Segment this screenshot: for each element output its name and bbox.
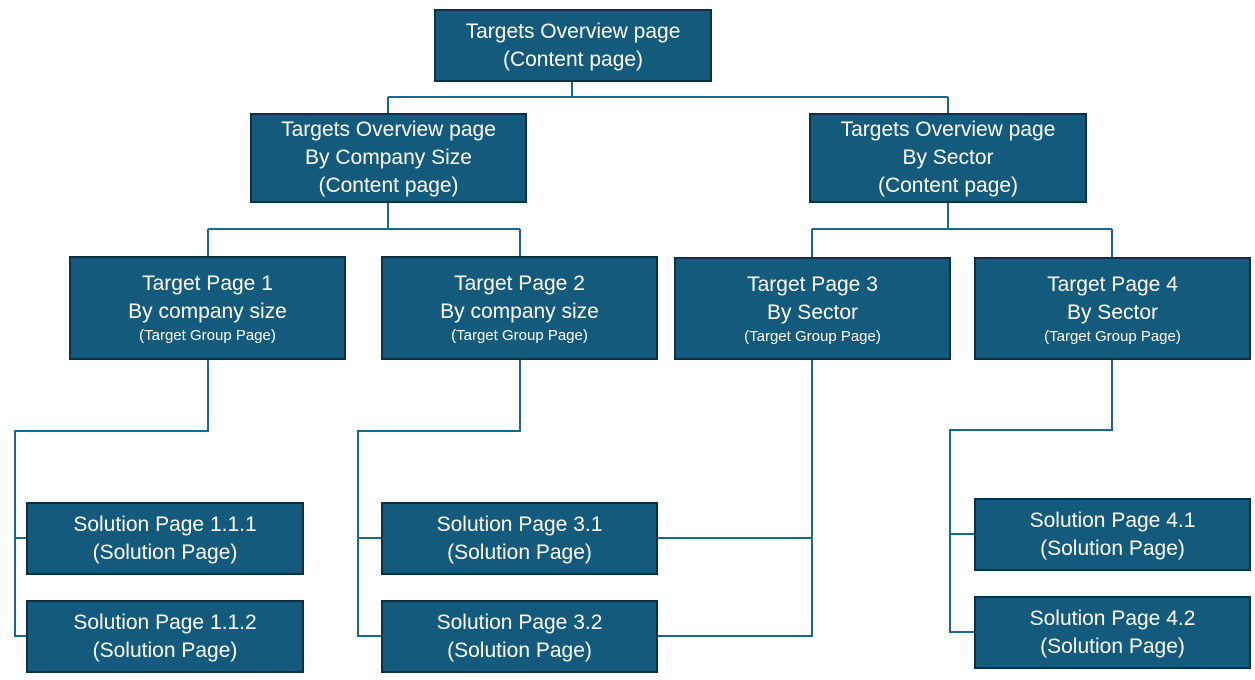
target-page-3-node: Target Page 3 By Sector (Target Group Pa… (674, 257, 951, 360)
connector-target3-to-solutions (657, 360, 813, 637)
solution-page-1-1-1-node: Solution Page 1.1.1 (Solution Page) (26, 502, 304, 575)
node-type: (Content page) (318, 174, 459, 197)
node-type: (Target Group Page) (451, 327, 588, 344)
solution-page-3-2-node: Solution Page 3.2 (Solution Page) (381, 600, 658, 673)
node-title: Solution Page 3.2 (436, 610, 603, 634)
node-type: (Solution Page) (92, 540, 238, 564)
node-type: (Target Group Page) (1044, 327, 1181, 345)
target-page-2-node: Target Page 2 By company size (Target Gr… (381, 256, 658, 360)
node-subtitle: By company size (128, 300, 287, 323)
node-title: Targets Overview page (465, 19, 681, 43)
node-type: (Solution Page) (1040, 634, 1185, 658)
node-title: Solution Page 3.1 (436, 512, 603, 536)
node-title: Solution Page 4.2 (1029, 606, 1196, 630)
targets-overview-root-node: Targets Overview page (Content page) (434, 9, 712, 82)
targets-overview-by-sector-node: Targets Overview page By Sector (Content… (809, 113, 1087, 203)
node-type: (Content page) (502, 47, 644, 71)
node-type: (Content page) (877, 174, 1019, 197)
node-subtitle: By Sector (1066, 300, 1159, 324)
solution-page-4-2-node: Solution Page 4.2 (Solution Page) (974, 596, 1251, 669)
node-title: Solution Page 1.1.1 (73, 512, 257, 536)
targets-overview-by-company-size-node: Targets Overview page By Company Size (C… (250, 113, 527, 203)
node-subtitle: By company size (440, 300, 599, 323)
target-page-1-node: Target Page 1 By company size (Target Gr… (69, 256, 346, 360)
node-type: (Target Group Page) (139, 327, 276, 344)
solution-page-4-1-node: Solution Page 4.1 (Solution Page) (974, 498, 1251, 571)
node-title: Target Page 1 (142, 272, 273, 295)
node-subtitle: By Sector (902, 146, 994, 169)
node-title: Targets Overview page (281, 118, 496, 141)
connector-root-to-children (387, 82, 949, 113)
node-title: Target Page 3 (747, 272, 878, 296)
connector-target1-to-solutions (14, 360, 209, 637)
node-title: Targets Overview page (840, 118, 1056, 141)
connector-target4-to-solutions (949, 360, 1113, 633)
node-title: Solution Page 1.1.2 (73, 610, 257, 634)
target-page-4-node: Target Page 4 By Sector (Target Group Pa… (974, 257, 1251, 360)
connector-company-size-to-targets (207, 203, 521, 258)
node-type: (Solution Page) (1040, 536, 1185, 560)
node-type: (Solution Page) (447, 638, 592, 662)
node-subtitle: By Sector (766, 300, 859, 324)
node-type: (Solution Page) (447, 540, 592, 564)
connector-sector-to-targets (811, 203, 1113, 258)
solution-page-3-1-node: Solution Page 3.1 (Solution Page) (381, 502, 658, 575)
solution-page-1-1-2-node: Solution Page 1.1.2 (Solution Page) (26, 600, 304, 673)
node-title: Target Page 4 (1047, 272, 1178, 296)
node-title: Solution Page 4.1 (1029, 508, 1196, 532)
node-type: (Target Group Page) (744, 327, 881, 345)
node-subtitle: By Company Size (305, 146, 472, 169)
node-title: Target Page 2 (454, 272, 585, 295)
connector-target2-to-solutions (357, 360, 521, 637)
node-type: (Solution Page) (92, 638, 238, 662)
